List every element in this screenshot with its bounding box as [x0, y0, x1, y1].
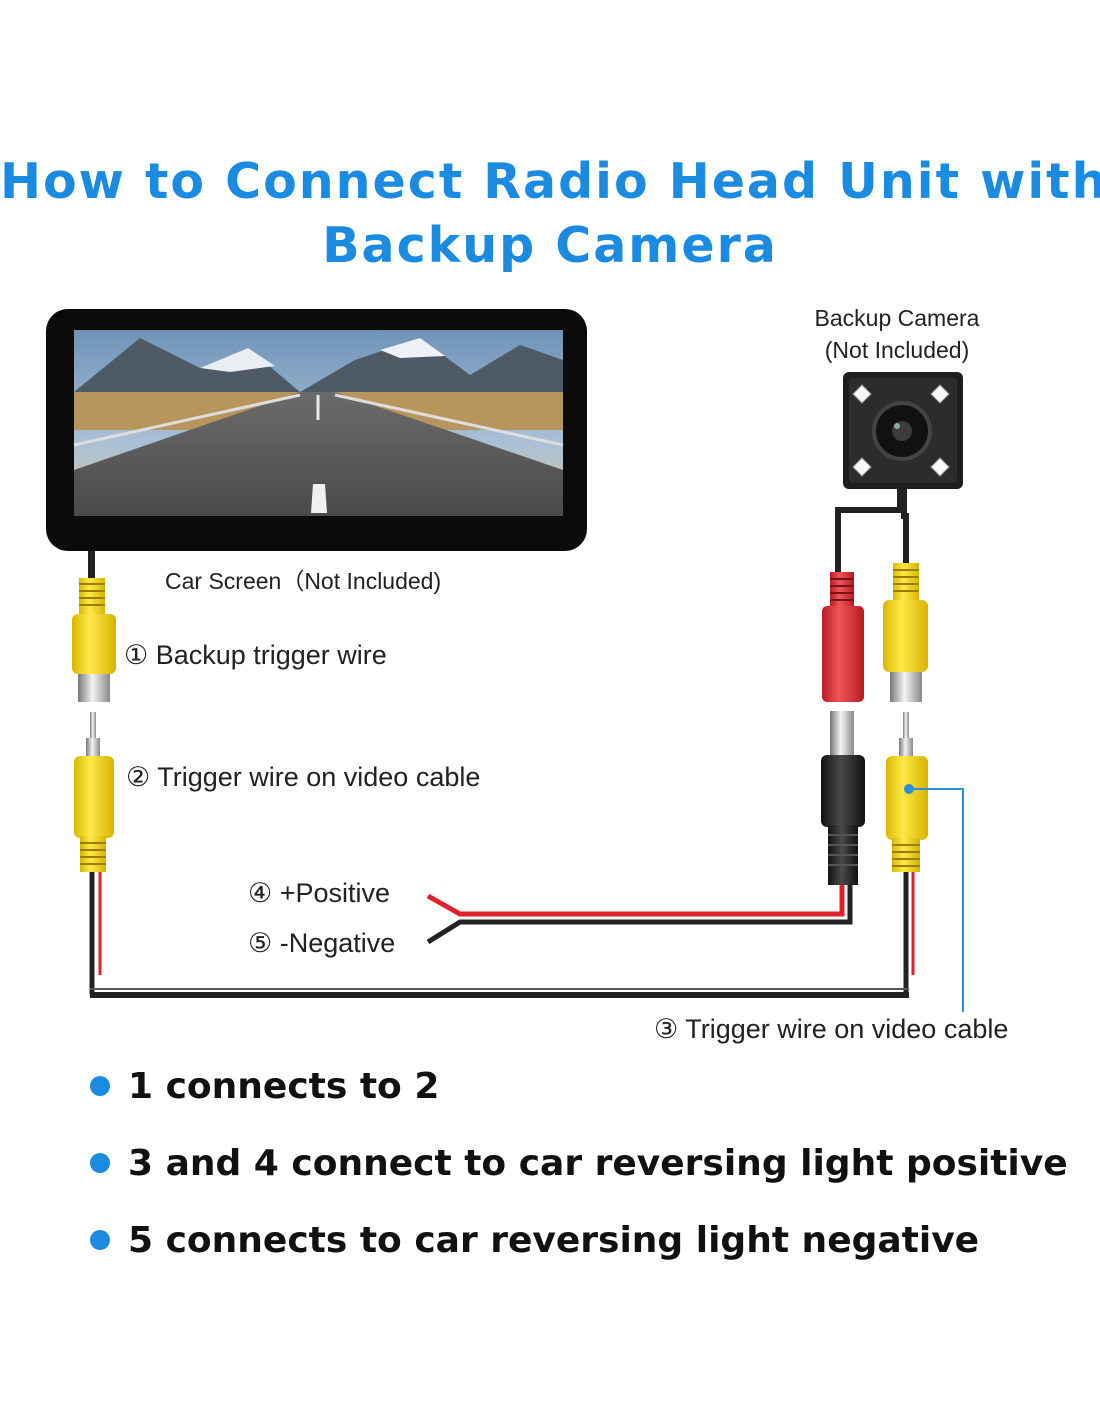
instruction-text: 1 connects to 2 [128, 1065, 440, 1107]
backup-camera-icon [843, 372, 963, 489]
bullet-dot-icon [90, 1153, 110, 1173]
title-line-2: Backup Camera [322, 217, 778, 274]
bullet-dot-icon [90, 1230, 110, 1250]
wire-2-label: ② Trigger wire on video cable [126, 762, 481, 792]
diagram-title: How to Connect Radio Head Unit with Back… [0, 150, 1100, 278]
rca-connector-icon [883, 563, 928, 702]
instruction-list: 1 connects to 2 3 and 4 connect to car r… [90, 1060, 1068, 1291]
instruction-text: 5 connects to car reversing light negati… [128, 1219, 980, 1261]
car-screen-icon [46, 309, 587, 551]
instruction-item: 3 and 4 connect to car reversing light p… [90, 1137, 1068, 1189]
wire-5-label: ⑤ -Negative [248, 928, 396, 958]
dc-plug-icon [822, 572, 864, 702]
wire-3-label: ③ Trigger wire on video cable [654, 1014, 1009, 1044]
instruction-item: 1 connects to 2 [90, 1060, 1068, 1112]
rca-connector-icon [886, 712, 928, 872]
rca-connector-icon [72, 551, 116, 702]
bullet-dot-icon [90, 1076, 110, 1096]
instruction-item: 5 connects to car reversing light negati… [90, 1214, 1068, 1266]
wire-4-label: ④ +Positive [248, 878, 391, 908]
title-line-1: How to Connect Radio Head Unit with [0, 153, 1100, 210]
rca-connector-icon [74, 712, 114, 872]
backup-camera-label-line-1: Backup Camera [814, 305, 980, 331]
car-screen-label: Car Screen（Not Included) [165, 568, 442, 594]
backup-camera-label-line-2: (Not Included) [824, 337, 970, 363]
wire-1-label: ① Backup trigger wire [124, 640, 387, 670]
dc-plug-icon [821, 711, 865, 885]
instruction-text: 3 and 4 connect to car reversing light p… [128, 1142, 1068, 1184]
backup-camera-label: Backup Camera (Not Included) [782, 302, 1012, 366]
